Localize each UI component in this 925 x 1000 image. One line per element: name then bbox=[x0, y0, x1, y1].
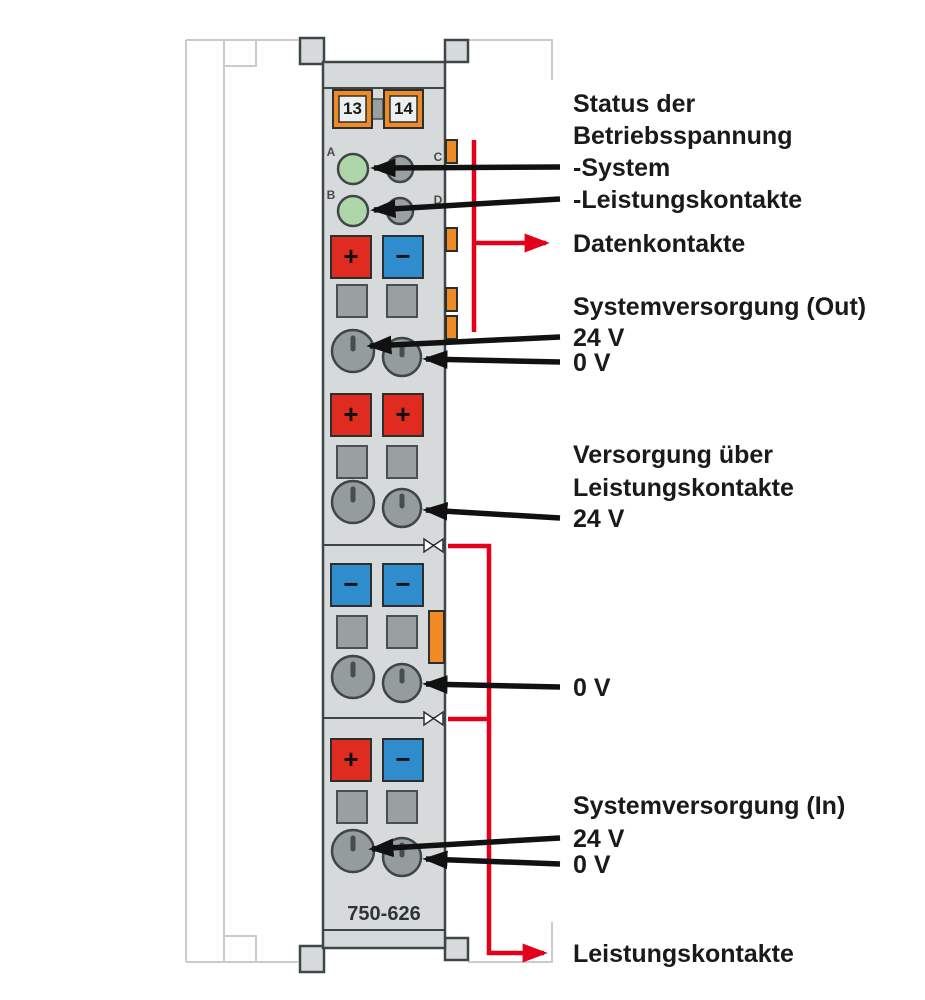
terminal-symbol: + bbox=[395, 399, 410, 429]
terminal-row-3: − − bbox=[330, 563, 445, 704]
label-out-24v: 24 V bbox=[573, 324, 625, 352]
module-top-left-tab bbox=[298, 36, 326, 66]
arrow-0v-out bbox=[422, 350, 561, 369]
label-middle-0v: 0 V bbox=[573, 674, 611, 702]
module-model-number: 750-626 bbox=[347, 903, 420, 925]
terminal-symbol: − bbox=[343, 569, 358, 599]
data-contact-tab bbox=[445, 315, 458, 340]
module-top-right-step bbox=[443, 38, 470, 64]
adjacent-module-outline bbox=[185, 39, 553, 963]
terminal-number-13: 13 bbox=[343, 99, 362, 118]
clamp-opening bbox=[386, 615, 418, 649]
data-contact-tab bbox=[445, 139, 458, 164]
arrow-system-led bbox=[370, 158, 561, 178]
terminal-symbol: + bbox=[343, 399, 358, 429]
led-letter-b: B bbox=[327, 188, 336, 202]
data-contact-tab bbox=[445, 287, 458, 312]
terminal-block-minus bbox=[330, 563, 372, 607]
clamp-opening bbox=[386, 790, 418, 824]
clamp-opening bbox=[336, 790, 368, 824]
arrow-24v-out bbox=[366, 334, 561, 355]
terminal-symbol: − bbox=[395, 569, 410, 599]
red-signal-lines bbox=[448, 140, 550, 963]
arrow-0v-mid bbox=[422, 675, 561, 694]
terminal-block-minus bbox=[382, 235, 424, 279]
led-green-leistungskontakte bbox=[336, 194, 370, 228]
label-datenkontakte: Datenkontakte bbox=[573, 230, 745, 258]
terminal-symbol: + bbox=[343, 241, 358, 271]
terminal-row-4: + − bbox=[330, 738, 424, 878]
terminal-block-plus bbox=[330, 738, 372, 782]
terminal-block-plus bbox=[330, 393, 372, 437]
label-versorgung-line2: Leistungskontakte bbox=[573, 474, 794, 502]
section-divider-1 bbox=[323, 537, 445, 554]
arrow-24v-in bbox=[368, 835, 561, 858]
label-systemversorgung-in: Systemversorgung (In) bbox=[573, 792, 845, 820]
arrow-0v-in bbox=[422, 850, 561, 870]
pointer-arrows bbox=[366, 158, 561, 870]
isolation-symbol bbox=[423, 537, 444, 554]
clamp-opening bbox=[386, 284, 418, 318]
terminal-number-plate-13 bbox=[338, 95, 367, 123]
terminal-symbol: + bbox=[343, 744, 358, 774]
led-letter-c: C bbox=[434, 150, 443, 164]
label-systemversorgung-out: Systemversorgung (Out) bbox=[573, 293, 866, 321]
section-divider-2 bbox=[323, 710, 445, 727]
label-in-24v: 24 V bbox=[573, 825, 625, 853]
label-out-0v: 0 V bbox=[573, 349, 611, 377]
release-latch bbox=[428, 610, 445, 664]
terminal-number-14: 14 bbox=[394, 99, 413, 118]
module-bottom-left-tab bbox=[298, 944, 326, 974]
data-contacts bbox=[445, 139, 458, 340]
clamp-opening bbox=[386, 445, 418, 479]
clamp-opening bbox=[336, 615, 368, 649]
label-in-0v: 0 V bbox=[573, 851, 611, 879]
terminal-block-minus bbox=[382, 738, 424, 782]
terminal-block-plus bbox=[382, 393, 424, 437]
module-bottom-right-step bbox=[443, 936, 470, 962]
terminal-block-plus bbox=[330, 235, 372, 279]
terminal-numbers: 13 14 bbox=[332, 89, 424, 129]
arrow-leistungskontakte-led bbox=[370, 196, 561, 219]
label-status-system: -System bbox=[573, 154, 670, 182]
isolation-symbol bbox=[423, 710, 444, 727]
label-leistungskontakte: Leistungskontakte bbox=[573, 940, 794, 968]
label-versorgung-line1: Versorgung über bbox=[573, 441, 773, 469]
terminal-number-plate-14 bbox=[389, 95, 418, 123]
label-versorgung-24v: 24 V bbox=[573, 505, 625, 533]
terminal-number-joint bbox=[371, 98, 384, 120]
terminal-symbol: − bbox=[395, 241, 410, 271]
leistungskontakte-arrow bbox=[448, 543, 548, 963]
terminal-symbol: − bbox=[395, 744, 410, 774]
led-green-system bbox=[336, 152, 370, 186]
label-status-leistungskontakte: -Leistungskontakte bbox=[573, 186, 802, 214]
label-status-line2: Betriebsspannung bbox=[573, 122, 792, 150]
led-letter-d: D bbox=[434, 193, 443, 207]
terminal-block-minus bbox=[382, 563, 424, 607]
label-status-line1: Status der bbox=[573, 90, 696, 118]
data-contact-tab bbox=[445, 227, 458, 252]
terminal-row-2: + + bbox=[330, 393, 424, 529]
clamp-opening bbox=[336, 284, 368, 318]
annotation-labels: Status der Betriebsspannung -System -Lei… bbox=[573, 90, 866, 968]
clamp-opening bbox=[336, 445, 368, 479]
arrow-24v-leistungskontakte bbox=[422, 501, 561, 521]
led-letter-a: A bbox=[327, 145, 336, 159]
